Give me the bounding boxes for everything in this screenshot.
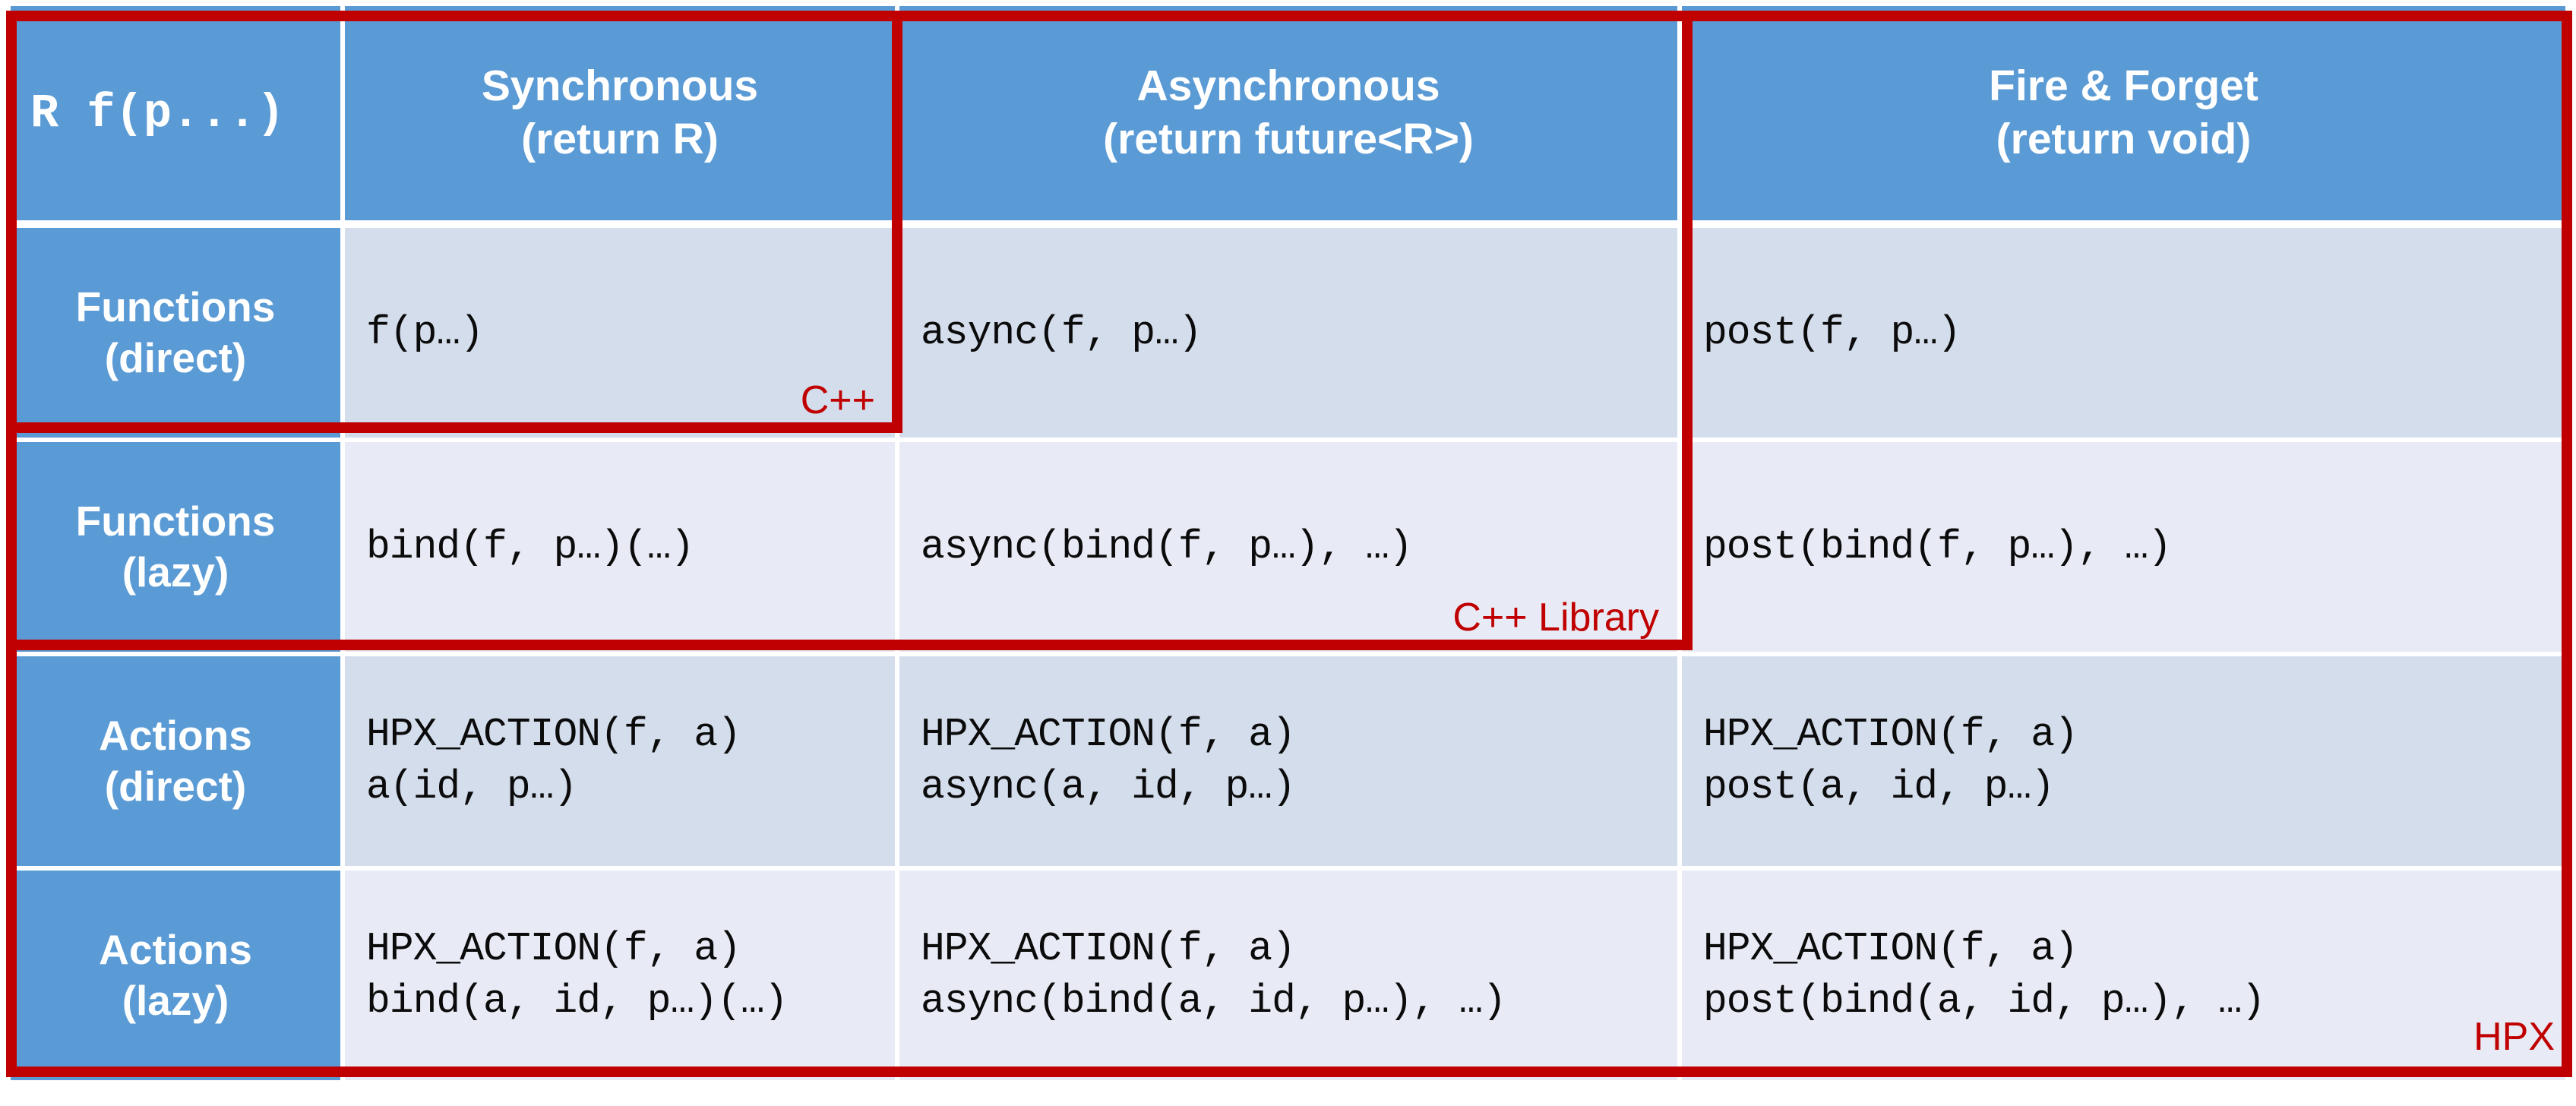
header-fire-forget-subtitle: (return void) (1996, 115, 2252, 163)
cell-actions-direct-fire-and-forget: HPX_ACTION(f, a) post(a, id, p…) (1682, 656, 2565, 871)
tag-cpp-library: C++ Library (1452, 596, 1659, 640)
row-label-actions-lazy: Actions (lazy) (11, 871, 345, 1080)
header-synchronous-title: Synchronous (481, 62, 759, 111)
cell-functions-direct-asynchronous: async(f, p…) (899, 228, 1682, 442)
header-asynchronous-subtitle: (return future<R>) (1103, 115, 1474, 163)
cell-actions-lazy-synchronous: HPX_ACTION(f, a) bind(a, id, p…)(…) (345, 871, 899, 1080)
code-line: bind(a, id, p…)(…) (366, 978, 789, 1024)
code-line: async(f, p…) (921, 309, 1203, 356)
table-row: Actions (lazy) HPX_ACTION(f, a) bind(a, … (11, 871, 2565, 1080)
row-label-line2: (direct) (104, 763, 247, 810)
header-fire-forget-title: Fire & Forget (1989, 62, 2258, 111)
header-column-fire-and-forget: Fire & Forget (return void) (1682, 6, 2565, 228)
cell-functions-lazy-fire-and-forget: post(bind(f, p…), …) (1682, 442, 2565, 656)
code-line: async(a, id, p…) (921, 764, 1296, 810)
code-line: HPX_ACTION(f, a) (921, 926, 1296, 972)
cell-actions-lazy-fire-and-forget: HPX_ACTION(f, a) post(bind(a, id, p…), …… (1682, 871, 2565, 1080)
cell-actions-direct-synchronous: HPX_ACTION(f, a) a(id, p…) (345, 656, 899, 871)
code-line: post(a, id, p…) (1703, 764, 2055, 810)
header-corner-signature: R f(p...) (11, 6, 345, 228)
row-label-line2: (direct) (104, 334, 247, 381)
cell-actions-direct-asynchronous: HPX_ACTION(f, a) async(a, id, p…) (899, 656, 1682, 871)
table-header: R f(p...) Synchronous (return R) Asynchr… (11, 6, 2565, 228)
row-label-functions-lazy: Functions (lazy) (11, 442, 345, 656)
code-line: HPX_ACTION(f, a) (366, 712, 741, 758)
header-row: R f(p...) Synchronous (return R) Asynchr… (11, 6, 2565, 228)
row-label-actions-direct: Actions (direct) (11, 656, 345, 871)
cell-functions-lazy-asynchronous: async(bind(f, p…), …) C++ Library (899, 442, 1682, 656)
row-label-line1: Functions (75, 283, 276, 330)
header-asynchronous-title: Asynchronous (1136, 62, 1440, 111)
code-line: bind(f, p…)(…) (366, 523, 694, 570)
tag-hpx: HPX (2473, 1015, 2555, 1060)
row-label-line1: Functions (75, 497, 276, 545)
header-synchronous-subtitle: (return R) (521, 115, 719, 163)
table-row: Functions (lazy) bind(f, p…)(…) async(bi… (11, 442, 2565, 656)
cell-functions-lazy-synchronous: bind(f, p…)(…) (345, 442, 899, 656)
row-label-line2: (lazy) (122, 977, 229, 1024)
code-line: a(id, p…) (366, 764, 577, 810)
code-line: post(bind(a, id, p…), …) (1703, 978, 2265, 1024)
code-line: post(f, p…) (1703, 309, 1961, 356)
row-label-line1: Actions (99, 711, 252, 759)
cell-actions-lazy-asynchronous: HPX_ACTION(f, a) async(bind(a, id, p…), … (899, 871, 1682, 1080)
table-row: Actions (direct) HPX_ACTION(f, a) a(id, … (11, 656, 2565, 871)
cell-functions-direct-fire-and-forget: post(f, p…) (1682, 228, 2565, 442)
code-line: f(p…) (366, 309, 484, 356)
code-line: post(bind(f, p…), …) (1703, 523, 2172, 570)
code-line: HPX_ACTION(f, a) (1703, 926, 2078, 972)
table-body: Functions (direct) f(p…) C++ async(f, p…… (11, 228, 2565, 1080)
table-row: Functions (direct) f(p…) C++ async(f, p…… (11, 228, 2565, 442)
row-label-line1: Actions (99, 925, 252, 973)
api-scope-matrix-table: R f(p...) Synchronous (return R) Asynchr… (11, 6, 2565, 1080)
header-column-asynchronous: Asynchronous (return future<R>) (899, 6, 1682, 228)
header-column-synchronous: Synchronous (return R) (345, 6, 899, 228)
cell-functions-direct-synchronous: f(p…) C++ (345, 228, 899, 442)
row-label-line2: (lazy) (122, 548, 229, 596)
code-line: async(bind(a, id, p…), …) (921, 978, 1506, 1024)
code-line: HPX_ACTION(f, a) (1703, 712, 2078, 758)
code-line: HPX_ACTION(f, a) (921, 712, 1296, 758)
row-label-functions-direct: Functions (direct) (11, 228, 345, 442)
code-line: HPX_ACTION(f, a) (366, 926, 741, 972)
tag-cpp: C++ (800, 378, 875, 423)
code-line: async(bind(f, p…), …) (921, 523, 1413, 570)
